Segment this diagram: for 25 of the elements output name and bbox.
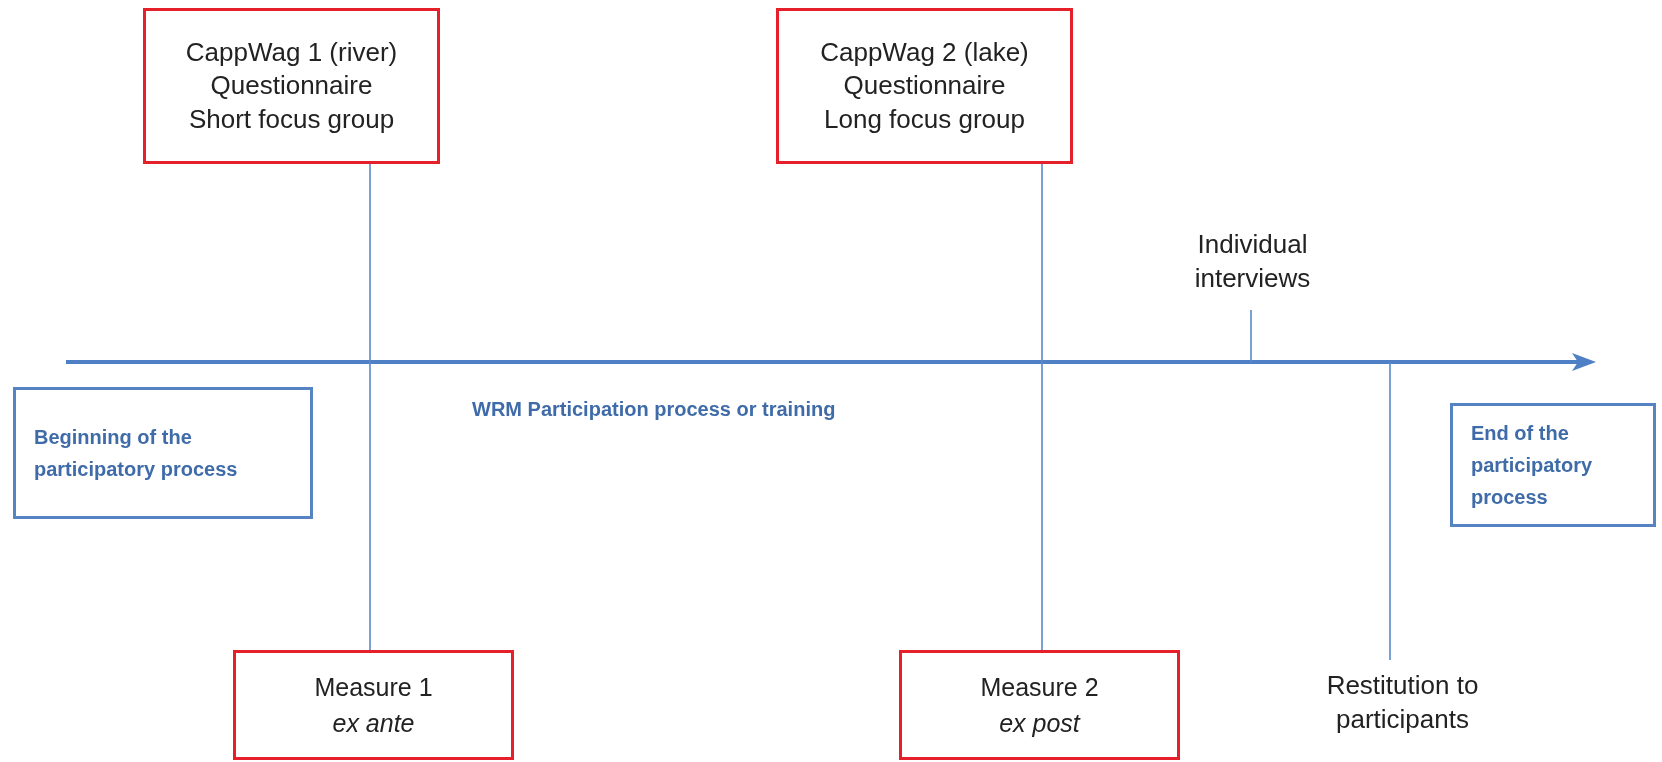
activity-box xyxy=(899,650,1180,760)
leader-line xyxy=(1250,309,1252,363)
activity-box xyxy=(233,650,514,760)
event-label: Restitution to participants xyxy=(1325,669,1480,736)
milestone-box xyxy=(1450,403,1656,527)
box-heading: End of the participatory process xyxy=(1471,421,1594,510)
box-text: ex post xyxy=(999,708,1080,739)
box-heading: Measure 2 xyxy=(980,671,1099,703)
box-heading: CappWag 1 (river) xyxy=(185,36,398,70)
box-text: Questionnaire xyxy=(843,69,1006,103)
box-text: Short focus group xyxy=(188,102,395,136)
milestone-box xyxy=(13,387,313,519)
connector-line xyxy=(369,163,371,651)
activity-box xyxy=(143,8,440,164)
box-text: Long focus group xyxy=(824,102,1025,136)
leader-line xyxy=(1389,361,1391,661)
connector-line xyxy=(1041,163,1043,651)
box-text: ex ante xyxy=(332,708,415,739)
box-heading: CappWag 2 (lake) xyxy=(820,36,1029,70)
box-heading: Measure 1 xyxy=(314,671,433,703)
timeline-label: WRM Participation process or training xyxy=(472,398,836,421)
box-text: Questionnaire xyxy=(210,69,373,103)
box-heading: Beginning of the participatory process xyxy=(34,425,239,482)
activity-box xyxy=(776,8,1073,164)
event-label: Individual interviews xyxy=(1193,228,1312,295)
